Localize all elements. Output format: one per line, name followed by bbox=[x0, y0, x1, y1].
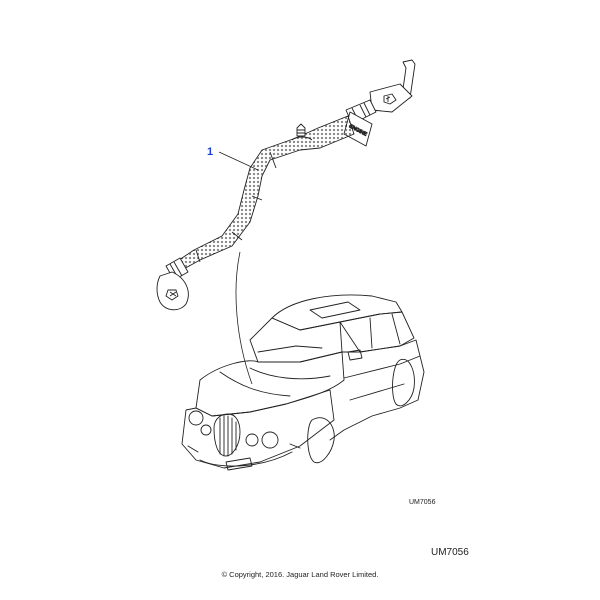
ring-terminal bbox=[156, 271, 189, 311]
illustration-reference-large: UM7056 bbox=[431, 547, 469, 558]
side-windows bbox=[339, 311, 415, 353]
copyright-notice: © Copyright, 2016. Jaguar Land Rover Lim… bbox=[221, 570, 379, 579]
headlight-right-outer bbox=[261, 431, 279, 449]
callout-leader bbox=[218, 151, 259, 171]
lower-intake bbox=[199, 451, 293, 467]
illustration-reference-small: UM7056 bbox=[409, 499, 436, 506]
ground-strap: ENGINE bbox=[156, 59, 416, 385]
sunroof bbox=[309, 301, 361, 319]
location-leader bbox=[235, 251, 253, 385]
headlight-left-outer bbox=[188, 410, 204, 426]
body-side bbox=[329, 339, 425, 441]
door-mirror bbox=[347, 349, 363, 361]
braided-strap bbox=[175, 115, 355, 271]
front-wheel bbox=[307, 417, 335, 464]
vehicle-outline bbox=[181, 294, 425, 471]
front-bumper bbox=[181, 389, 335, 469]
roof bbox=[271, 294, 403, 331]
headlight-right-inner bbox=[245, 433, 259, 447]
headlight-left-inner bbox=[200, 424, 212, 436]
rear-wheel bbox=[392, 358, 415, 407]
bonnet bbox=[195, 351, 345, 417]
callout-number: 1 bbox=[207, 146, 214, 158]
